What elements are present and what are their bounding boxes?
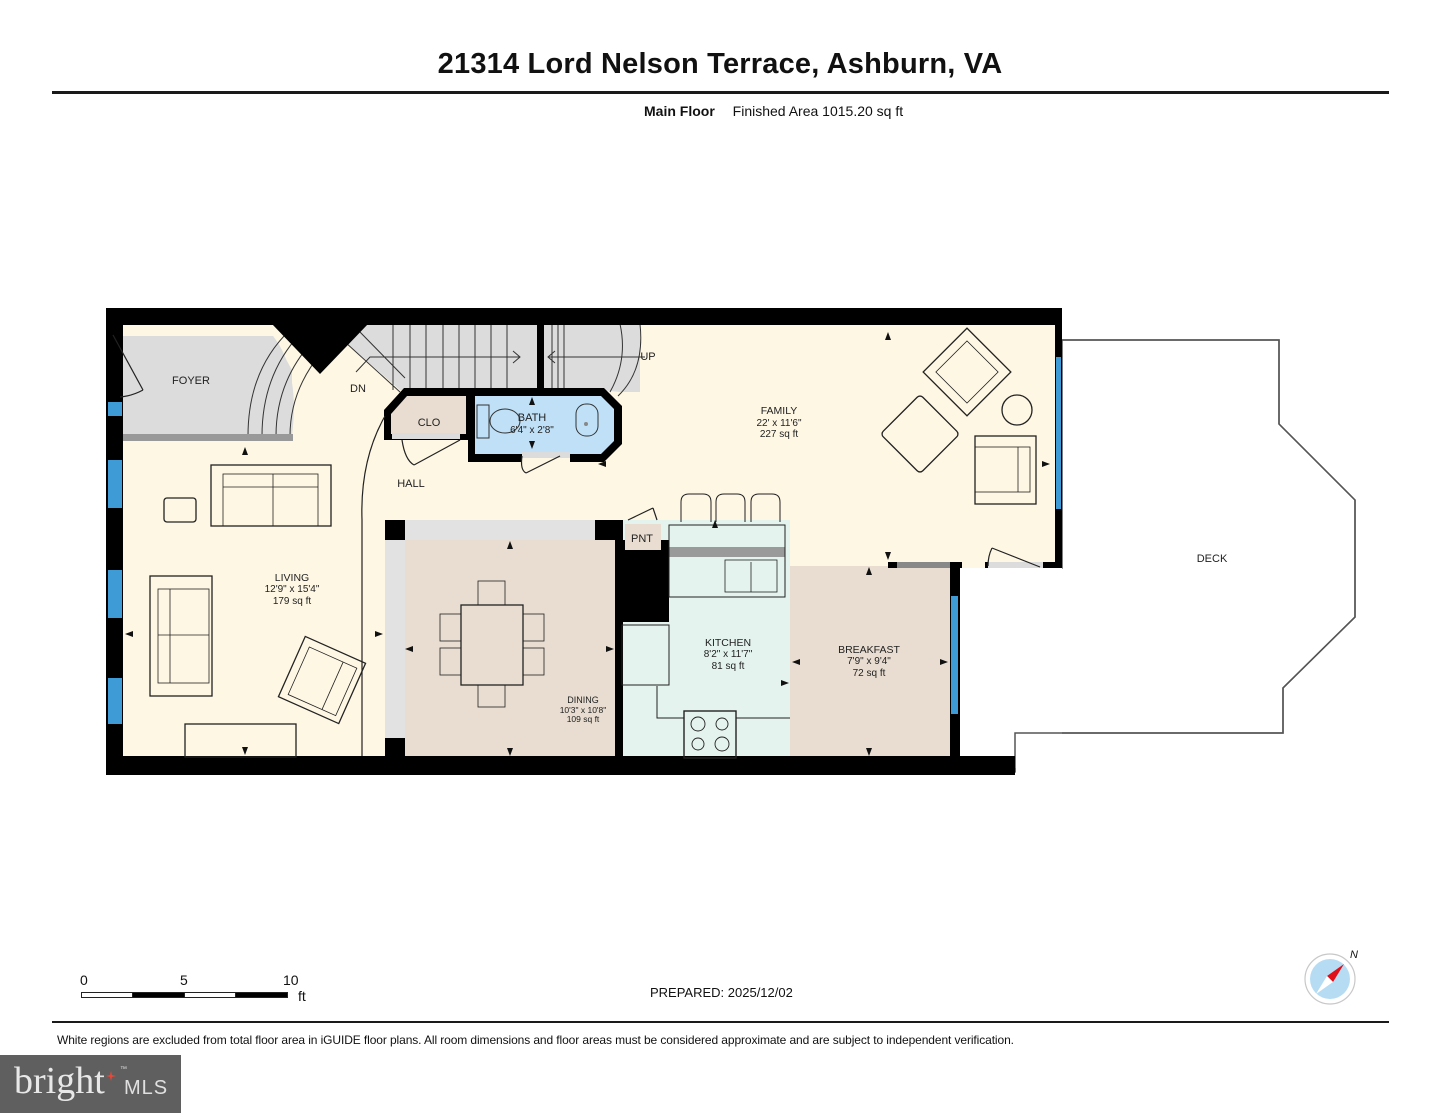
room-label-breakfast: BREAKFAST: [838, 644, 900, 656]
room-area-living: 179 sq ft: [273, 596, 312, 607]
room-label-family: FAMILY: [761, 405, 798, 417]
room-label-hall: HALL: [397, 478, 425, 490]
scale-segment: [81, 992, 133, 998]
room-dims-bath: 6'4" x 2'8": [510, 425, 554, 436]
room-label-pantry: PNT: [631, 533, 653, 545]
scale-bar: 0 5 10 ft: [80, 972, 320, 1012]
scale-tick-5: 5: [180, 972, 188, 988]
room-label-living: LIVING: [275, 572, 309, 584]
stair-label-down: DN: [350, 383, 366, 395]
finished-area: Finished Area 1015.20 sq ft: [732, 103, 904, 119]
room-dims-family: 22' x 11'6": [757, 418, 802, 429]
room-label-closet: CLO: [418, 417, 441, 429]
disclaimer-text: White regions are excluded from total fl…: [57, 1033, 1014, 1047]
room-area-breakfast: 72 sq ft: [853, 668, 886, 679]
room-dims-kitchen: 8'2" x 11'7": [704, 649, 753, 660]
footer-divider: [52, 1021, 1389, 1023]
logo-mls: MLS: [124, 1077, 169, 1099]
room-dims-living: 12'9" x 15'4": [265, 584, 320, 595]
scale-segment: [132, 992, 185, 998]
room-label-deck: DECK: [1197, 553, 1228, 565]
room-labels: FOYER DN UP CLO BATH 6'4" x 2'8" HALL FA…: [172, 351, 1228, 724]
compass-icon: N: [1304, 949, 1358, 1005]
room-area-family: 227 sq ft: [760, 429, 799, 440]
room-label-dining: DINING: [567, 695, 599, 705]
room-label-kitchen: KITCHEN: [705, 637, 751, 649]
dimension-markers: [125, 332, 1050, 756]
room-label-foyer: FOYER: [172, 375, 210, 387]
scale-segment: [184, 992, 236, 998]
room-area-dining: 109 sq ft: [567, 714, 600, 724]
bright-mls-logo: bright ™ MLS: [0, 1055, 181, 1113]
closet-bath: [391, 396, 614, 458]
room-area-kitchen: 81 sq ft: [712, 661, 745, 672]
compass-north-label: N: [1350, 949, 1358, 961]
logo-spark-icon: [106, 1071, 116, 1081]
room-dims-breakfast: 7'9" x 9'4": [847, 656, 891, 667]
room-label-bath: BATH: [518, 412, 547, 424]
doors: [112, 334, 1041, 756]
page-title: 21314 Lord Nelson Terrace, Ashburn, VA: [437, 48, 1003, 80]
floor-summary: Main Floor Finished Area 1015.20 sq ft: [644, 103, 903, 119]
scale-tick-0: 0: [80, 972, 88, 988]
scale-segment: [235, 992, 288, 998]
windows: [108, 357, 1061, 724]
header-divider: [52, 91, 1389, 94]
partitions: [123, 434, 1043, 568]
furniture: [149, 327, 1037, 759]
logo-word: bright: [14, 1060, 105, 1102]
prepared-date: PREPARED: 2025/12/02: [650, 985, 793, 1000]
room-dims-dining: 10'3" x 10'8": [560, 705, 607, 715]
logo-trademark: ™: [120, 1066, 127, 1073]
scale-tick-10: 10: [283, 972, 299, 988]
stair-label-up: UP: [640, 351, 655, 363]
floor-name: Main Floor: [644, 103, 715, 119]
scale-unit: ft: [298, 988, 306, 1004]
